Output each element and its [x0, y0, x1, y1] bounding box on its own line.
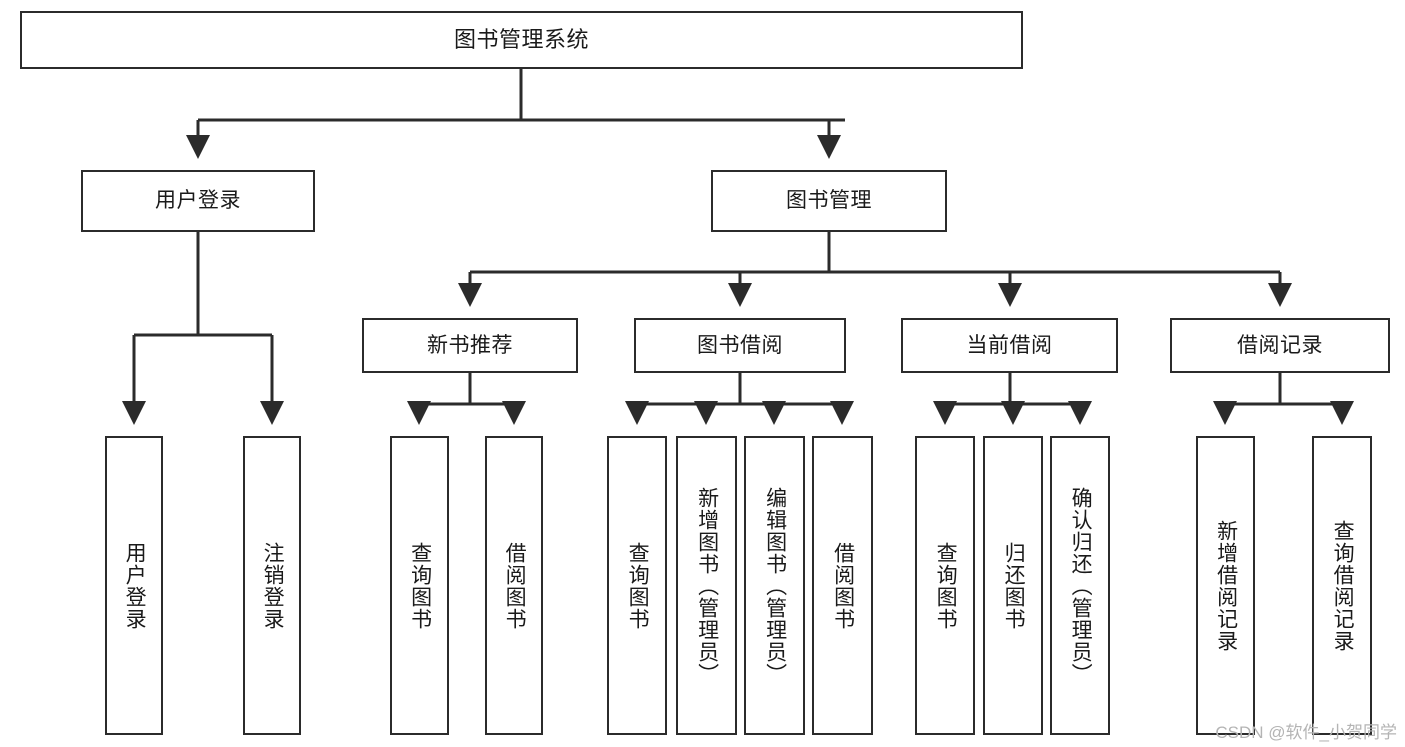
node-label: 图书管理系统: [453, 26, 589, 52]
leaf-return-books[interactable]: 归还图书: [983, 436, 1043, 735]
leaf-borrow-books[interactable]: 借阅图书: [812, 436, 873, 735]
leaf-confirm-return-admin[interactable]: 确认归还（管理员）: [1050, 436, 1110, 735]
node-label: 用户登录: [123, 541, 147, 630]
leaf-query-borrow-record[interactable]: 查询借阅记录: [1312, 436, 1372, 735]
node-label: 归还图书: [1002, 541, 1026, 630]
node-label: 图书借阅: [697, 333, 783, 357]
leaf-user-login[interactable]: 用户登录: [105, 436, 163, 735]
node-label: 新增图书（管理员）: [695, 486, 719, 685]
leaf-edit-book-admin[interactable]: 编辑图书（管理员）: [744, 436, 805, 735]
node-label: 新书推荐: [427, 333, 513, 357]
node-user-login[interactable]: 用户登录: [81, 170, 315, 232]
node-book-borrow[interactable]: 图书借阅: [634, 318, 846, 373]
node-label: 借阅图书: [503, 541, 527, 630]
node-label: 借阅图书: [831, 541, 855, 630]
node-new-book-recommend[interactable]: 新书推荐: [362, 318, 578, 373]
node-current-borrow[interactable]: 当前借阅: [901, 318, 1118, 373]
leaf-add-book-admin[interactable]: 新增图书（管理员）: [676, 436, 737, 735]
node-book-management[interactable]: 图书管理: [711, 170, 947, 232]
node-label: 用户登录: [155, 189, 241, 213]
node-label: 当前借阅: [966, 333, 1053, 357]
leaf-query-books-newrec[interactable]: 查询图书: [390, 436, 449, 735]
node-label: 图书管理: [786, 189, 872, 213]
leaf-logout[interactable]: 注销登录: [243, 436, 301, 735]
node-label: 查询图书: [626, 541, 650, 630]
node-label: 新增借阅记录: [1214, 519, 1238, 652]
leaf-query-books-borrow[interactable]: 查询图书: [607, 436, 667, 735]
node-label: 查询借阅记录: [1331, 519, 1355, 652]
node-label: 注销登录: [261, 541, 285, 630]
node-label: 确认归还（管理员）: [1069, 486, 1093, 685]
leaf-add-borrow-record[interactable]: 新增借阅记录: [1196, 436, 1255, 735]
leaf-query-books-current[interactable]: 查询图书: [915, 436, 975, 735]
node-label: 借阅记录: [1237, 333, 1323, 357]
edges: [122, 69, 1354, 425]
node-root-system[interactable]: 图书管理系统: [20, 11, 1023, 69]
node-label: 查询图书: [408, 541, 432, 630]
node-borrow-record[interactable]: 借阅记录: [1170, 318, 1390, 373]
node-label: 查询图书: [934, 541, 958, 630]
node-label: 编辑图书（管理员）: [763, 486, 787, 685]
leaf-borrow-books-newrec[interactable]: 借阅图书: [485, 436, 543, 735]
